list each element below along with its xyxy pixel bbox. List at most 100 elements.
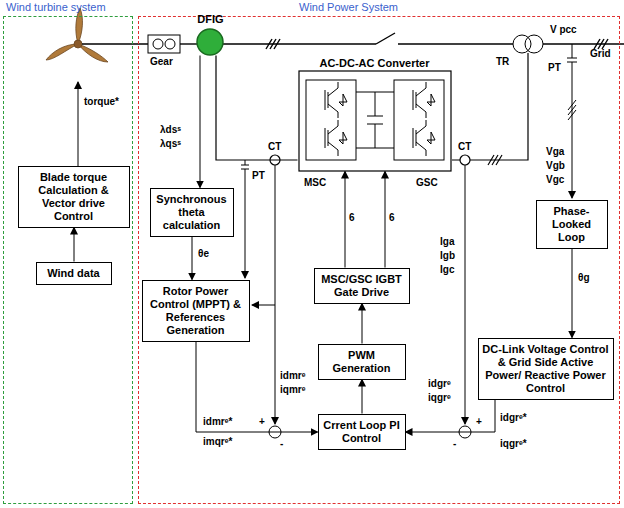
signal-label: θe [198,248,209,260]
box-text: MSC/GSC IGBT Gate Drive [318,273,406,299]
transformer-symbol-part [525,35,543,53]
power-region: Wind Power SystemDFIGSynchronous theta c… [138,16,620,504]
signal-label: idgrᵉ [428,378,451,390]
generator-circle-shape [197,29,223,55]
converter-heading: AC-DC-AC Converter [298,56,452,70]
signal-label: iqgrᵉ* [500,438,527,450]
connector-line [385,172,386,268]
transformer-symbol [513,35,543,53]
converter-box: AC-DC-AC Converter [298,56,452,172]
sensor-wires-part [572,65,573,198]
gsc-block [394,80,444,160]
box-text: Crrent Loop PI Control [322,419,402,445]
turbine-region: Wind turbine systemBlade torque Calculat… [3,16,133,504]
signal-label: - [280,438,283,450]
signal-label: λqsˢ [160,138,181,150]
wind-turbine-part [46,44,78,60]
main-shaft-line-part [543,43,624,44]
region-title: Wind Power System [299,1,398,13]
box-text: DC-Link Voltage Control & Grid Side Acti… [482,343,610,395]
signal-label: imqrᵉ* [203,436,232,448]
converter-drawing [298,70,452,172]
signal-label: - [453,438,456,450]
signal-label: 6 [389,212,395,224]
igbt-symbol [325,120,347,156]
box-text: Wind data [40,267,108,280]
process-box: PWM Generation [318,344,406,380]
connector-line [200,56,201,188]
gearbox-symbol-part [165,39,175,49]
torque-arrow [78,82,79,166]
signal-label: CT [268,141,281,153]
connector-line [192,237,193,280]
signal-label: λdsˢ [160,124,181,136]
signal-label: Igc [440,264,454,276]
box-text: Blade torque Calculation & Vector drive … [22,171,126,223]
signal-label: V pcc [550,24,577,36]
converter-wires-part [460,155,470,165]
generator-symbol [194,26,228,56]
signal-label: Iga [440,236,454,248]
box-text: Rotor Power Control (MPPT) & References … [146,285,246,337]
wind-turbine-part [74,40,82,48]
signal-label: Vgc [546,174,564,186]
connector-line [572,249,573,338]
box-text: Synchronous theta calculation [154,193,230,232]
connector-line [362,380,363,414]
signal-label: TR [496,56,509,68]
converter-wires-part [496,155,502,165]
igbt-symbol [413,82,435,118]
signal-label: PT [252,170,265,182]
signal-label: Gear [150,56,173,68]
torque-arrow-part [78,82,79,166]
signal-label: Grid [590,48,611,60]
signal-label: idgrᵉ* [500,412,527,424]
sensor-wires-part [568,110,576,120]
main-shaft-line-part [222,43,376,44]
sensor-wires-part [252,305,275,306]
generator-circle: DFIG [194,12,228,56]
process-box: Rotor Power Control (MPPT) & References … [142,280,250,342]
process-box: Synchronous theta calculation [150,188,234,237]
converter-wires [270,53,528,165]
signal-label: torque* [84,96,119,108]
box-text: Phase-Looked Loop [540,205,604,244]
main-shaft-line-part [398,43,513,44]
gearbox-symbol [148,35,180,53]
wind-turbine-part [76,8,83,44]
process-box: MSC/GSC IGBT Gate Drive [314,268,410,304]
sensor-wires-part [567,44,577,65]
signal-label: + [259,416,265,428]
signal-label: idmrᵉ [280,370,305,382]
signal-label: Vgb [546,160,565,172]
main-shaft-line-part [602,39,608,49]
signal-label: GSC [416,177,438,189]
gearbox-symbol-part [153,39,163,49]
process-box: DC-Link Voltage Control & Grid Side Acti… [478,338,614,400]
process-box: Blade torque Calculation & Vector drive … [18,166,130,228]
connector-line [74,228,75,262]
process-box: Wind data [36,262,112,285]
region-title: Wind turbine system [6,1,106,13]
signal-label: PT [548,62,561,74]
sensor-wires-part [568,105,576,115]
wind-turbine-part [78,44,108,62]
transformer-symbol-part [513,35,531,53]
process-box: Phase-Looked Loop [536,200,608,249]
sensor-wires-part [465,165,466,424]
sensor-wires-part [568,100,576,110]
sensor-wires-part [241,160,249,172]
process-box: Crrent Loop PI Control [318,414,406,450]
connector-line [196,342,318,433]
gearbox-symbol-part [148,35,180,53]
converter-outline [299,71,451,171]
signal-label: CT [458,141,471,153]
signal-label: iqmrᵉ [280,384,305,396]
signal-label: θg [578,272,590,284]
connector-line [216,56,298,161]
igbt-symbol [325,82,347,118]
igbt-symbol [413,120,435,156]
sensor-wires-part [245,172,246,278]
connector-line [362,304,363,344]
